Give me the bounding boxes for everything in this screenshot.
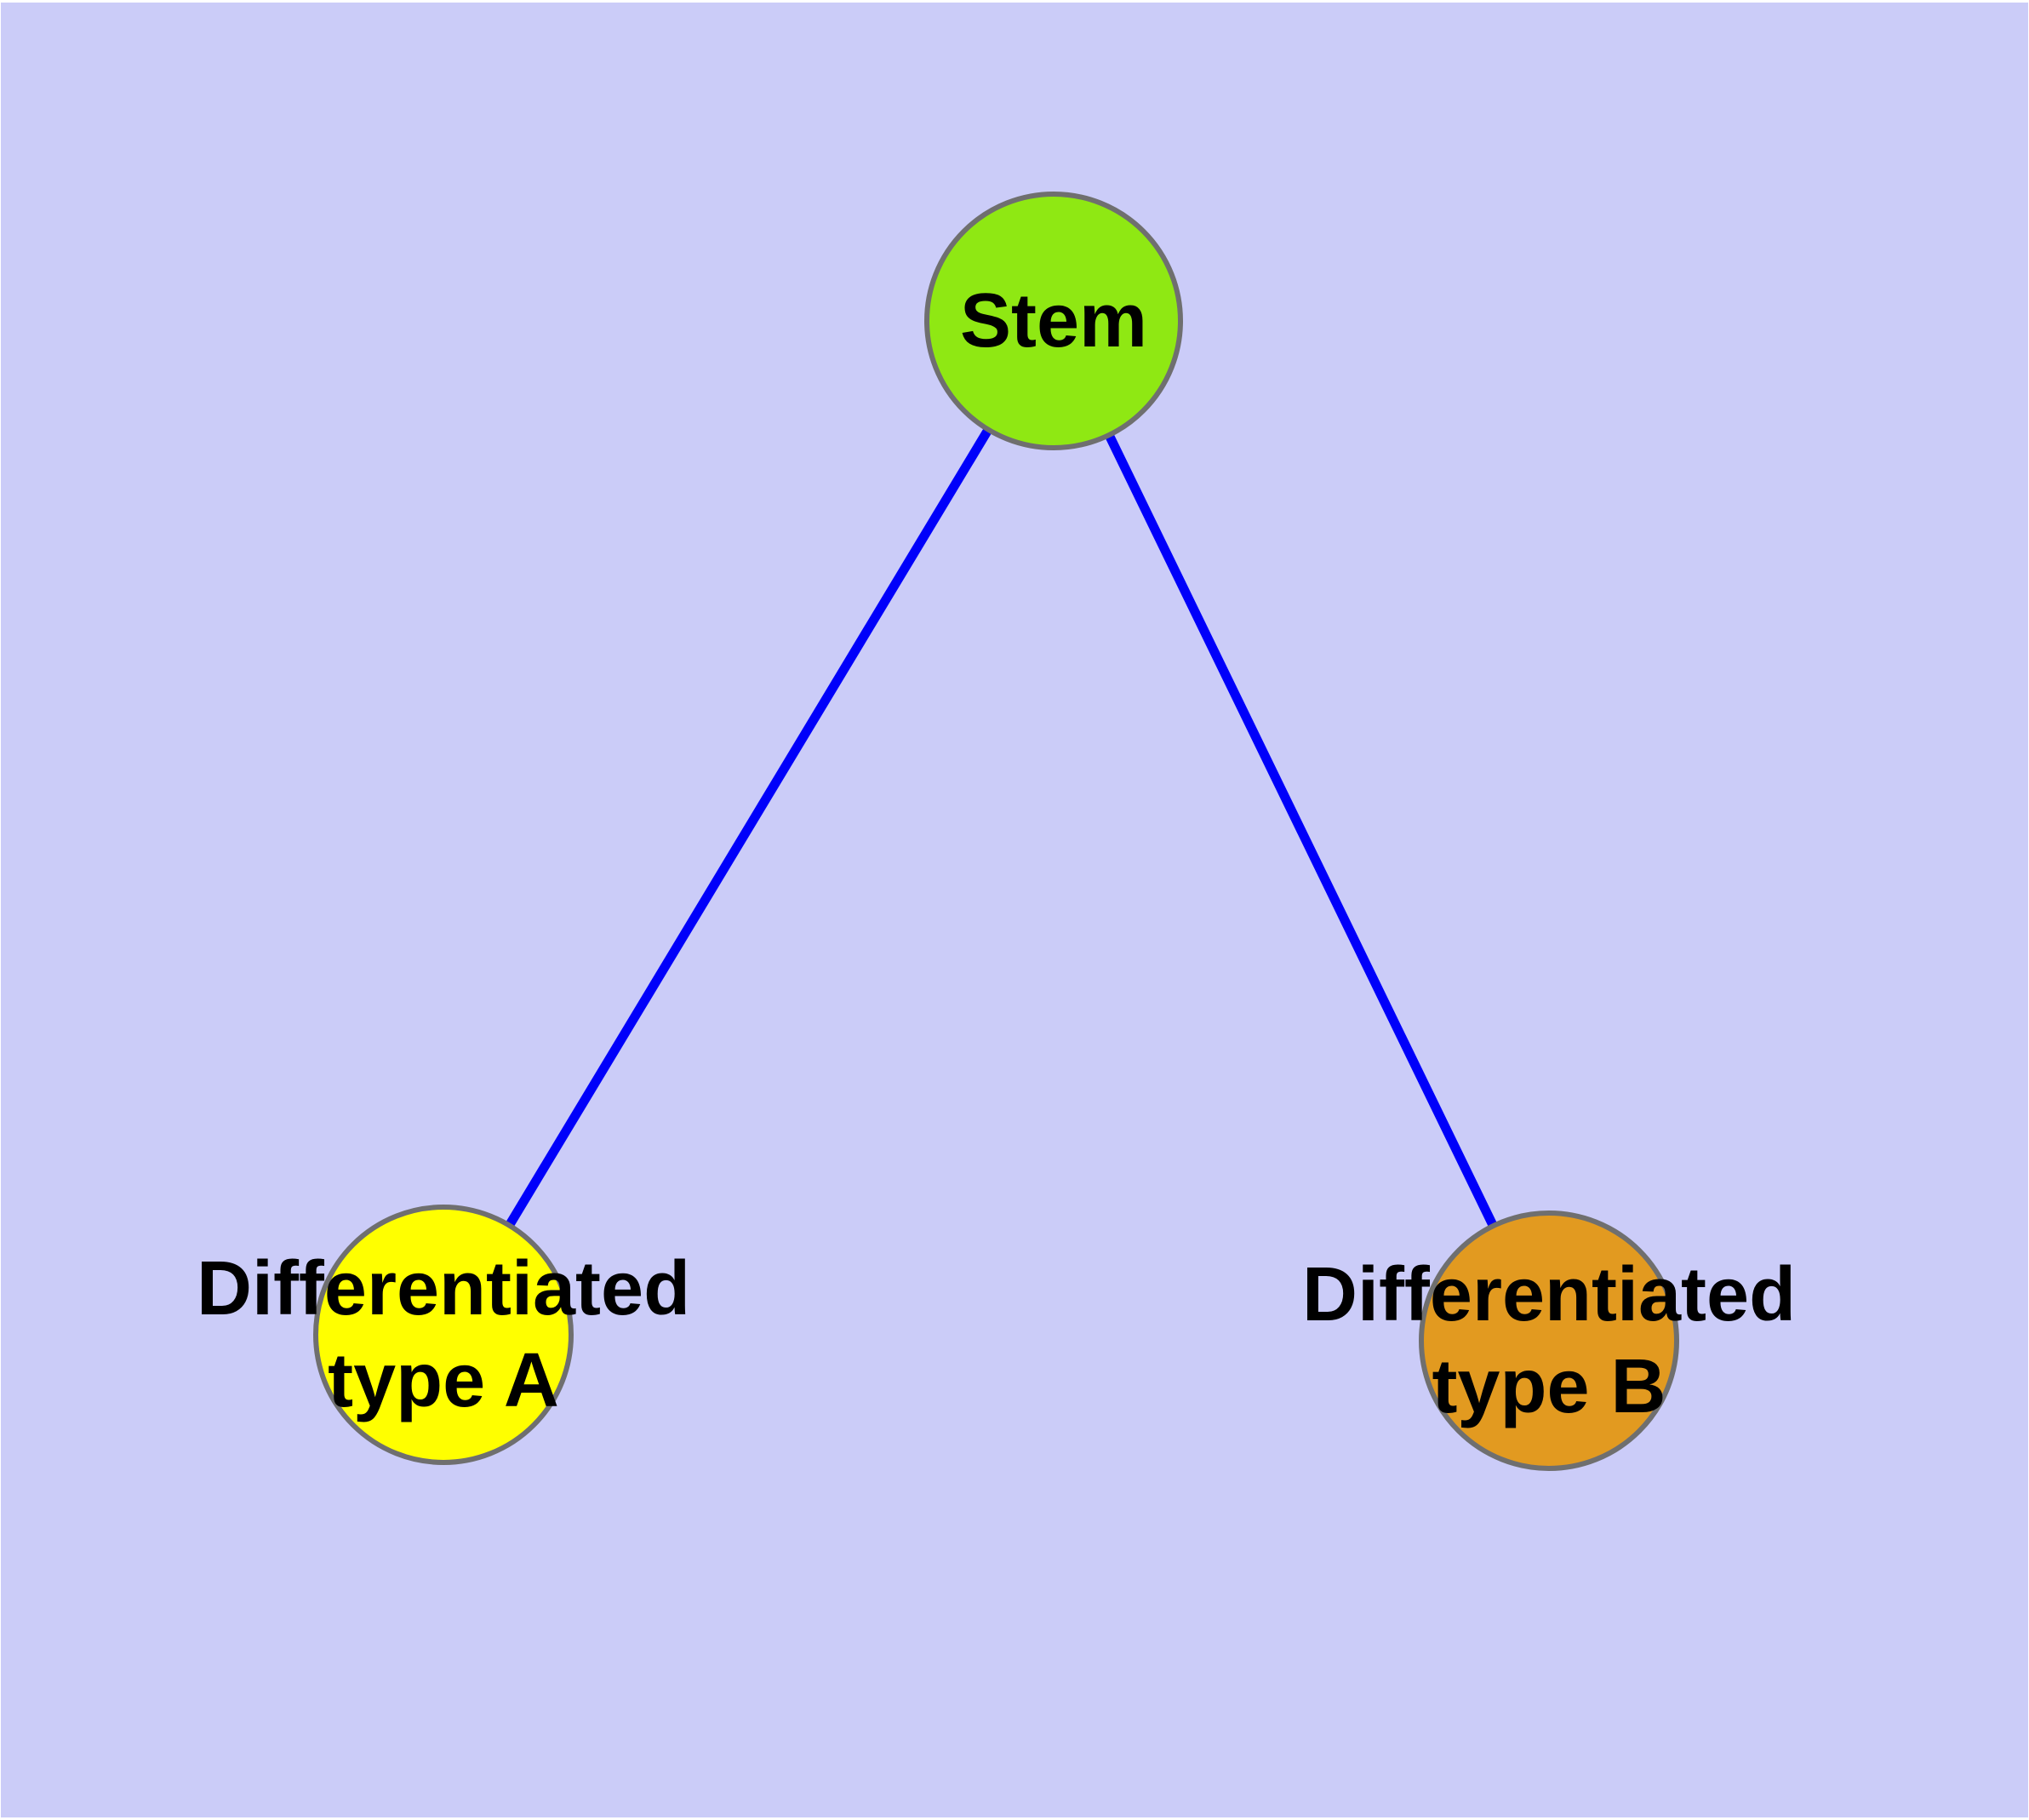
node-differentiated-type-b xyxy=(1419,1210,1679,1471)
node-stem xyxy=(924,192,1183,450)
node-differentiated-type-a xyxy=(313,1205,574,1465)
diagram-svg xyxy=(313,192,1679,1471)
edge-stem-to-differentiated-type-b xyxy=(1049,318,1553,1343)
edge-stem-to-differentiated-type-a xyxy=(439,318,1058,1337)
